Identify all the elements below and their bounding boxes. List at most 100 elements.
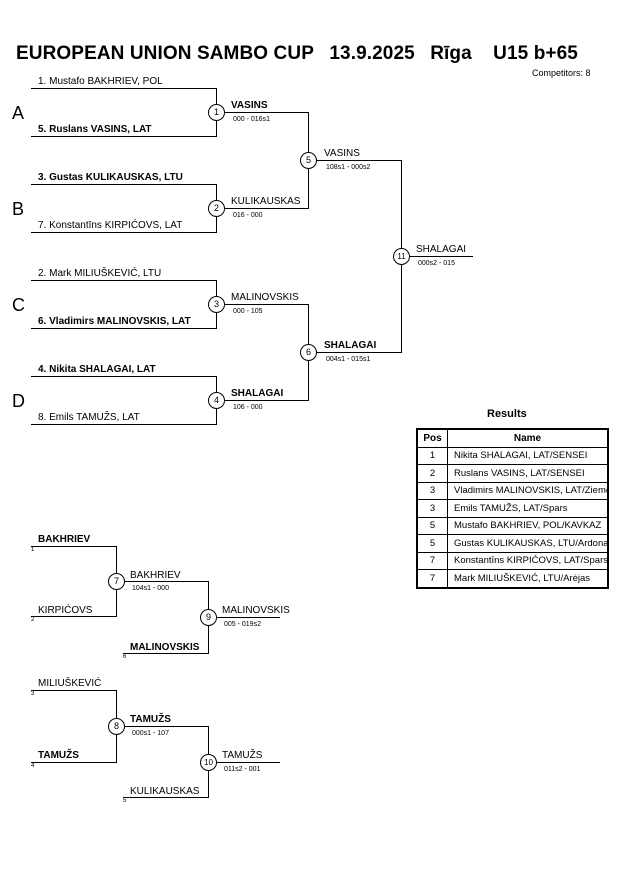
group-label-d: D xyxy=(12,391,25,411)
result-name: Mark MILIUŠKEVIĆ, LTU/Arėjas xyxy=(447,569,609,588)
match-score: 016 - 000 xyxy=(233,212,263,219)
match-winner: KULIKAUSKAS xyxy=(231,196,301,207)
bracket-line xyxy=(31,546,117,547)
result-pos: 5 xyxy=(416,534,448,553)
page-title: EUROPEAN UNION SAMBO CUP 13.9.2025 Rīga … xyxy=(16,43,588,65)
group-label-a: A xyxy=(12,103,25,123)
bracket-line xyxy=(31,616,117,617)
match-score: 005 - 019s2 xyxy=(224,621,261,628)
match-number: 5 xyxy=(300,152,317,169)
match-winner: SHALAGAI xyxy=(324,340,377,351)
results-header-name: Name xyxy=(447,428,609,448)
bracket-line xyxy=(216,304,309,305)
bracket-line xyxy=(216,400,309,401)
match-winner: BAKHRIEV xyxy=(130,570,181,581)
seed-number: 3 xyxy=(31,691,35,697)
group-label-b: B xyxy=(12,199,25,219)
table-row: 1 Nikita SHALAGAI, LAT/SENSEI xyxy=(416,446,609,465)
results-title: Results xyxy=(487,408,527,420)
bracket-line xyxy=(31,762,117,763)
match-winner: MALINOVSKIS xyxy=(222,605,290,616)
results-header-pos: Pos xyxy=(416,428,448,448)
competitor-entry: 2. Mark MILIUŠKEVIĆ, LTU xyxy=(38,268,162,279)
competitor-entry: 5. Ruslans VASINS, LAT xyxy=(38,124,152,135)
match-score: 108s1 - 000s2 xyxy=(326,164,371,171)
result-name: Vladimirs MALINOVSKIS, LAT/Ziemeļu xyxy=(447,481,609,500)
repechage-competitor: KULIKAUSKAS xyxy=(130,786,200,797)
bracket-line xyxy=(31,184,217,185)
result-name: Konstantīns KIRPIĆOVS, LAT/Spars xyxy=(447,551,609,570)
match-number: 10 xyxy=(200,754,217,771)
bracket-line xyxy=(31,328,217,329)
result-pos: 3 xyxy=(416,481,448,500)
weight-category: U15 b+65 xyxy=(493,43,578,64)
table-row: 3 Vladimirs MALINOVSKIS, LAT/Ziemeļu xyxy=(416,481,609,500)
match-number: 8 xyxy=(108,718,125,735)
result-pos: 2 xyxy=(416,464,448,483)
competitor-entry: 4. Nikita SHALAGAI, LAT xyxy=(38,364,156,375)
repechage-competitor: TAMUŽS xyxy=(38,750,79,761)
match-score: 011s2 - 001 xyxy=(224,766,261,773)
match-number: 1 xyxy=(208,104,225,121)
result-pos: 7 xyxy=(416,569,448,588)
competitor-entry: 6. Vladimirs MALINOVSKIS, LAT xyxy=(38,316,191,327)
seed-number: 6 xyxy=(123,654,127,660)
match-winner: SHALAGAI xyxy=(416,244,467,255)
bracket-line xyxy=(31,690,117,691)
table-row: 3 Emils TAMUŽS, LAT/Spars xyxy=(416,499,609,518)
bracket-line xyxy=(31,88,217,89)
match-score: 004s1 - 015s1 xyxy=(326,356,371,363)
bracket-line xyxy=(31,376,217,377)
bracket-line xyxy=(308,352,402,353)
table-row: 2 Ruslans VASINS, LAT/SENSEI xyxy=(416,464,609,483)
match-winner: TAMUŽS xyxy=(222,750,263,761)
match-winner: VASINS xyxy=(324,148,360,159)
match-score: 000 - 105 xyxy=(233,308,263,315)
match-score: 000 - 016s1 xyxy=(233,116,270,123)
result-name: Gustas KULIKAUSKAS, LTU/Ardonas xyxy=(447,534,609,553)
match-number: 7 xyxy=(108,573,125,590)
match-score: 000s2 - 015 xyxy=(418,260,455,267)
match-winner: TAMUŽS xyxy=(130,714,171,725)
table-row: 5 Gustas KULIKAUSKAS, LTU/Ardonas xyxy=(416,534,609,553)
competitor-entry: 7. Konstantīns KIRPIĆOVS, LAT xyxy=(38,220,183,231)
result-pos: 7 xyxy=(416,551,448,570)
repechage-competitor: KIRPIĆOVS xyxy=(38,605,93,616)
bracket-line xyxy=(31,232,217,233)
group-label-c: C xyxy=(12,295,25,315)
seed-number: 4 xyxy=(31,763,35,769)
competitor-entry: 1. Mustafo BAKHRIEV, POL xyxy=(38,76,163,87)
result-pos: 1 xyxy=(416,446,448,465)
seed-number: 1 xyxy=(31,547,35,553)
bracket-line xyxy=(31,280,217,281)
competitor-entry: 3. Gustas KULIKAUSKAS, LTU xyxy=(38,172,183,183)
event-name: EUROPEAN UNION SAMBO CUP xyxy=(16,43,314,64)
results-table: Pos Name 1 Nikita SHALAGAI, LAT/SENSEI 2… xyxy=(416,428,609,589)
bracket-line xyxy=(31,424,217,425)
seed-number: 5 xyxy=(123,798,127,804)
match-number: 2 xyxy=(208,200,225,217)
bracket-line xyxy=(401,256,473,257)
bracket-line xyxy=(208,762,280,763)
match-number: 3 xyxy=(208,296,225,313)
table-row: 7 Mark MILIUŠKEVIĆ, LTU/Arėjas xyxy=(416,569,609,588)
result-pos: 3 xyxy=(416,499,448,518)
bracket-line xyxy=(208,617,280,618)
result-name: Mustafo BAKHRIEV, POL/KAVKAZ xyxy=(447,516,609,535)
bracket-line xyxy=(123,797,209,798)
match-winner: MALINOVSKIS xyxy=(231,292,299,303)
match-winner: VASINS xyxy=(231,100,268,111)
match-number: 4 xyxy=(208,392,225,409)
repechage-competitor: MALINOVSKIS xyxy=(130,642,200,653)
bracket-line xyxy=(116,581,209,582)
table-row: 7 Konstantīns KIRPIĆOVS, LAT/Spars xyxy=(416,551,609,570)
bracket-line xyxy=(216,112,309,113)
competitor-entry: 8. Emils TAMUŽS, LAT xyxy=(38,412,140,423)
event-city: Rīga xyxy=(430,43,472,64)
match-score: 000s1 - 107 xyxy=(132,730,169,737)
table-row: 5 Mustafo BAKHRIEV, POL/KAVKAZ xyxy=(416,516,609,535)
match-number: 11 xyxy=(393,248,410,265)
bracket-line xyxy=(123,653,209,654)
result-name: Emils TAMUŽS, LAT/Spars xyxy=(447,499,609,518)
bracket-line xyxy=(216,208,309,209)
